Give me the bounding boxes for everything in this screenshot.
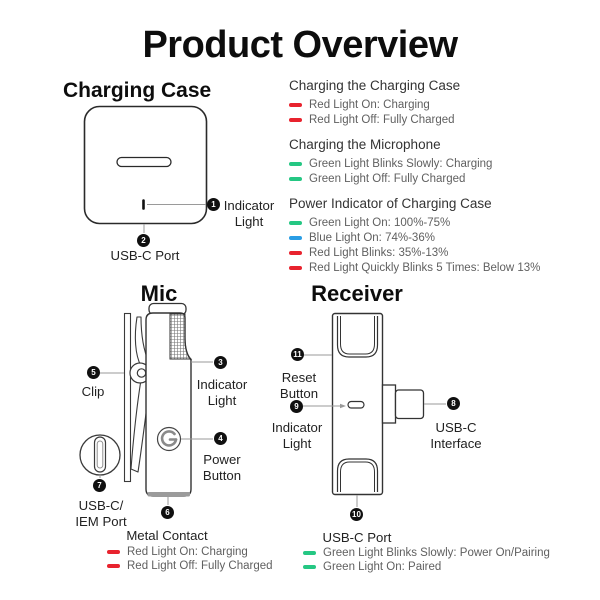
- legend-text: Green Light On: 100%-75%: [309, 217, 451, 229]
- callout-badge-10: 10: [350, 508, 363, 521]
- callout-badge-2: 2: [137, 234, 150, 247]
- charging-case-heading: Charging Case: [63, 79, 212, 102]
- receiver-reset-button-label: Reset Button: [279, 370, 319, 401]
- receiver-indicator-light-label: Indicator Light: [271, 420, 323, 451]
- callout-badge-8: 8: [447, 397, 460, 410]
- red-dash-icon: [107, 549, 120, 554]
- receiver-usb-plug-connector: [394, 389, 425, 420]
- legend-text: Green Light Blinks Slowly: Power On/Pair…: [323, 546, 550, 559]
- mic-metal-contact-strip: [147, 492, 190, 497]
- legend-item: Blue Light On: 74%-36%: [289, 232, 595, 244]
- receiver-indicator-light-mark: [347, 400, 365, 409]
- mic-heading: Mic: [140, 281, 178, 306]
- legend-item: Red Light Quickly Blinks 5 Times: Below …: [289, 262, 595, 274]
- callout-badge-3: 3: [214, 356, 227, 369]
- case-indicator-light-label: Indicator Light: [223, 198, 275, 229]
- receiver-usb-c-interface-label: USB-C Interface: [430, 420, 482, 451]
- info-panel: Charging the Charging Case Red Light On:…: [289, 78, 595, 285]
- legend-text: Green Light On: Paired: [323, 561, 442, 573]
- mic-metal-contact-label: Metal Contact: [126, 528, 208, 543]
- legend-item: Red Light On: Charging: [289, 99, 595, 111]
- legend-item: Green Light Blinks Slowly: Power On/Pair…: [303, 547, 550, 559]
- blue-dash-icon: [289, 236, 302, 240]
- mic-drawing: [79, 302, 213, 505]
- red-dash-icon: [107, 564, 120, 568]
- usb-c-slot-icon: [93, 436, 107, 473]
- mic-grille: [169, 313, 193, 360]
- red-dash-icon: [289, 266, 302, 270]
- receiver-top-clip: [336, 316, 379, 358]
- mic-usb-iem-port-label: USB-C/ IEM Port: [75, 498, 127, 529]
- charging-case-slot: [116, 156, 172, 168]
- mic-indicator-light-label: Indicator Light: [196, 377, 248, 408]
- info-group-heading: Charging the Microphone: [289, 137, 441, 152]
- legend-text: Red Light Blinks: 35%-13%: [309, 247, 449, 259]
- mic-power-button-label: Power Button: [202, 452, 242, 483]
- receiver-heading: Receiver: [311, 281, 403, 306]
- info-group-charging-mic: Charging the Microphone Green Light Blin…: [289, 137, 595, 185]
- red-dash-icon: [289, 251, 302, 255]
- legend-text: Green Light Off: Fully Charged: [309, 173, 466, 185]
- receiver-drawing: [303, 312, 446, 507]
- legend-text: Red Light On: Charging: [309, 99, 430, 111]
- receiver-usb-plug-base: [381, 384, 397, 424]
- red-dash-icon: [289, 118, 302, 122]
- legend-item: Green Light On: Paired: [303, 561, 550, 573]
- callout-badge-11: 11: [291, 348, 304, 361]
- legend-text: Red Light Quickly Blinks 5 Times: Below …: [309, 262, 541, 274]
- green-dash-icon: [303, 565, 316, 569]
- red-dash-icon: [289, 103, 302, 107]
- callout-badge-7: 7: [93, 479, 106, 492]
- power-icon: [160, 430, 178, 447]
- callout-badge-5: 5: [87, 366, 100, 379]
- legend-item: Red Light Off: Fully Charged: [107, 560, 273, 572]
- legend-text: Red Light Off: Fully Charged: [127, 560, 273, 572]
- legend-text: Red Light Off: Fully Charged: [309, 114, 455, 126]
- legend-item: Green Light On: 100%-75%: [289, 217, 595, 229]
- info-group-power-indicator: Power Indicator of Charging Case Green L…: [289, 196, 595, 274]
- receiver-usb-c-port-label: USB-C Port: [322, 530, 392, 545]
- callout-badge-9: 9: [290, 400, 303, 413]
- green-dash-icon: [289, 177, 302, 181]
- legend-item: Red Light Blinks: 35%-13%: [289, 247, 595, 259]
- mic-clip-bar: [123, 312, 132, 483]
- legend-text: Green Light Blinks Slowly: Charging: [309, 158, 493, 170]
- legend-item: Red Light Off: Fully Charged: [289, 114, 595, 126]
- callout-badge-6: 6: [161, 506, 174, 519]
- charging-case-drawing: [83, 105, 208, 233]
- legend-text: Red Light On: Charging: [127, 545, 248, 558]
- mic-status-legend: Red Light On: Charging Red Light Off: Fu…: [107, 543, 273, 575]
- legend-item: Red Light On: Charging: [107, 546, 273, 558]
- mic-clip-label: Clip: [81, 384, 105, 399]
- legend-item: Green Light Off: Fully Charged: [289, 173, 595, 185]
- page-title: Product Overview: [142, 24, 458, 66]
- legend-text: Blue Light On: 74%-36%: [309, 232, 435, 244]
- callout-badge-1: 1: [207, 198, 220, 211]
- legend-item: Green Light Blinks Slowly: Charging: [289, 158, 595, 170]
- receiver-bottom-clip: [336, 458, 379, 492]
- info-group-heading: Power Indicator of Charging Case: [289, 196, 492, 211]
- info-group-charging-case: Charging the Charging Case Red Light On:…: [289, 78, 595, 126]
- green-dash-icon: [289, 221, 302, 225]
- green-dash-icon: [289, 162, 302, 166]
- case-usb-port-label: USB-C Port: [110, 248, 180, 263]
- receiver-status-legend: Green Light Blinks Slowly: Power On/Pair…: [303, 544, 550, 576]
- info-group-heading: Charging the Charging Case: [289, 78, 461, 93]
- callout-badge-4: 4: [214, 432, 227, 445]
- green-dash-icon: [303, 550, 316, 555]
